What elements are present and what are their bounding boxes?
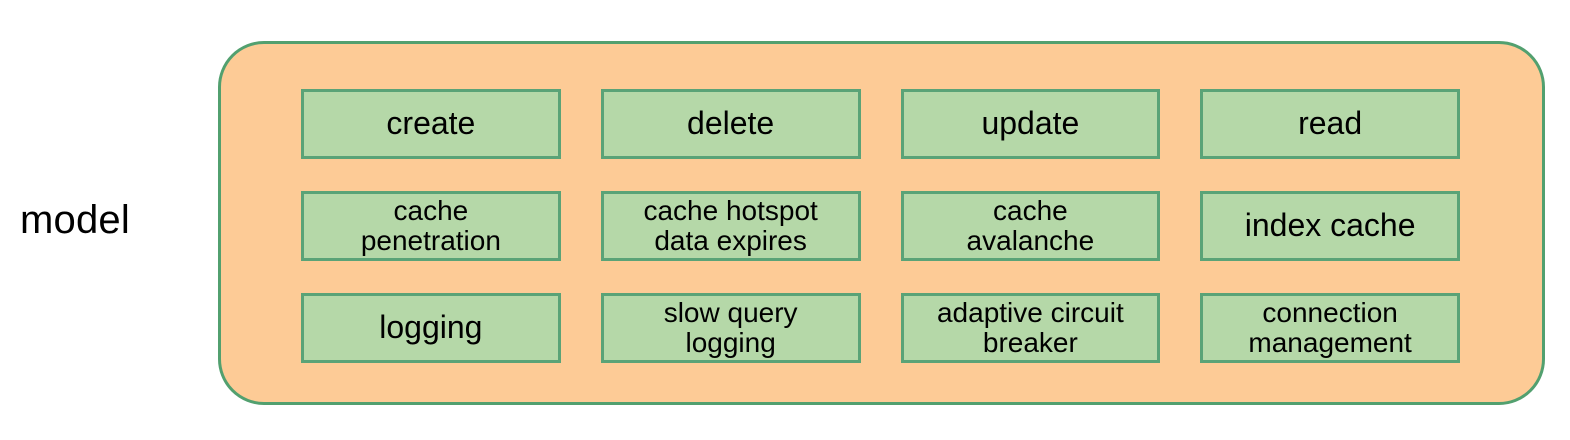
feature-box-label: slow query logging xyxy=(663,297,798,358)
model-side-label: model xyxy=(20,0,130,440)
feature-box-read[interactable]: read xyxy=(1200,89,1460,159)
feature-box-cache-avalanche[interactable]: cache avalanche xyxy=(900,191,1161,261)
feature-box-index-cache[interactable]: index cache xyxy=(1200,191,1460,261)
feature-row-observability-resilience: logging slow query logging adaptive circ… xyxy=(301,293,1460,363)
feature-box-update[interactable]: update xyxy=(900,89,1161,159)
feature-row-cache-concerns: cache penetration cache hotspot data exp… xyxy=(301,191,1460,261)
feature-box-connection-management[interactable]: connection management xyxy=(1200,293,1460,363)
feature-box-label: cache avalanche xyxy=(966,195,1095,256)
feature-box-logging[interactable]: logging xyxy=(301,293,561,363)
feature-box-label: cache penetration xyxy=(360,195,501,256)
model-side-label-text: model xyxy=(20,197,130,242)
model-panel: create delete update read cache penetrat… xyxy=(218,41,1545,405)
feature-box-label: cache hotspot data expires xyxy=(643,195,818,256)
feature-row-operations: create delete update read xyxy=(301,89,1460,159)
feature-box-label: delete xyxy=(687,105,775,142)
feature-box-label: update xyxy=(981,105,1080,142)
feature-box-label: index cache xyxy=(1244,207,1416,244)
feature-box-label: read xyxy=(1298,105,1363,142)
feature-box-cache-penetration[interactable]: cache penetration xyxy=(301,191,561,261)
feature-box-delete[interactable]: delete xyxy=(600,89,861,159)
feature-box-adaptive-circuit-breaker[interactable]: adaptive circuit breaker xyxy=(900,293,1161,363)
feature-box-label: adaptive circuit breaker xyxy=(936,297,1124,358)
feature-box-label: create xyxy=(386,105,476,142)
feature-grid: create delete update read cache penetrat… xyxy=(301,89,1460,363)
feature-box-create[interactable]: create xyxy=(301,89,561,159)
feature-box-cache-hotspot-data-expires[interactable]: cache hotspot data expires xyxy=(600,191,861,261)
feature-box-label: logging xyxy=(379,309,483,346)
feature-box-label: connection management xyxy=(1248,297,1412,358)
feature-box-slow-query-logging[interactable]: slow query logging xyxy=(600,293,861,363)
